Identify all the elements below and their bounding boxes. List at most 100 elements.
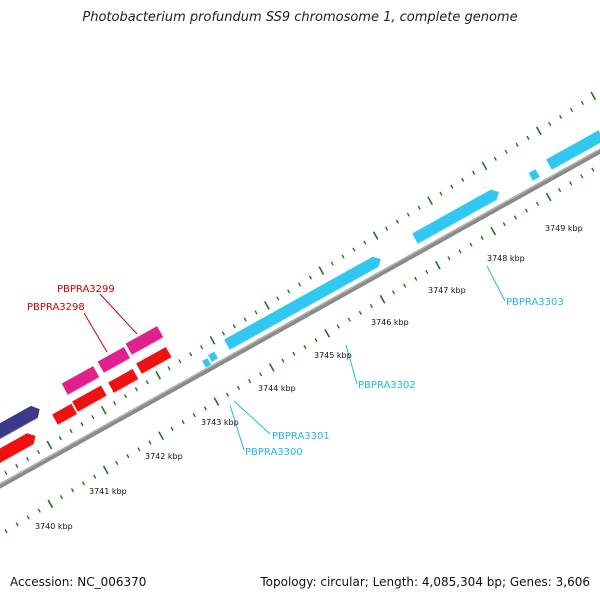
cds-block-pbpra3303-bevel <box>417 196 503 245</box>
minor-tick <box>414 276 418 281</box>
tick-label: 3740 kbp <box>35 522 73 531</box>
minor-tick <box>281 358 285 363</box>
minor-tick <box>225 392 230 397</box>
minor-tick <box>200 345 204 350</box>
minor-tick <box>59 494 64 500</box>
minor-tick <box>80 422 84 427</box>
minor-tick <box>358 310 362 315</box>
minor-tick <box>181 419 185 425</box>
minor-tick <box>91 415 95 420</box>
minor-tick <box>126 454 130 459</box>
minor-tick <box>391 290 396 295</box>
minor-tick <box>167 366 171 371</box>
minor-tick <box>93 474 97 479</box>
minor-tick <box>276 296 280 301</box>
reverse-cds-block <box>108 368 139 393</box>
minor-tick <box>203 406 207 411</box>
minor-tick <box>417 205 421 210</box>
minor-tick <box>450 184 454 189</box>
minor-tick <box>69 429 73 434</box>
accession-text: Accession: NC_006370 <box>10 575 147 589</box>
minor-tick <box>363 240 367 245</box>
minor-tick <box>192 413 196 418</box>
major-tick <box>379 294 386 304</box>
minor-tick <box>369 303 374 309</box>
minor-tick <box>569 107 574 113</box>
minor-tick <box>591 167 595 172</box>
major-tick <box>102 465 109 475</box>
major-tick <box>100 405 107 415</box>
minor-tick <box>580 174 584 179</box>
minor-tick <box>145 380 149 385</box>
minor-tick <box>221 331 226 336</box>
small-cds-block <box>528 169 540 181</box>
major-tick <box>590 91 597 101</box>
cds-block-pbpra3301-bevel <box>211 357 219 363</box>
reverse-cds-block <box>136 346 172 374</box>
major-tick <box>324 329 331 338</box>
leader-pbpra3298 <box>83 312 108 353</box>
minor-tick <box>569 181 573 186</box>
major-tick <box>427 196 433 206</box>
minor-tick <box>148 440 152 445</box>
feature-track <box>0 130 600 465</box>
major-tick <box>268 363 275 372</box>
minor-tick <box>4 470 8 476</box>
minor-tick <box>535 201 540 206</box>
minor-tick <box>580 100 584 106</box>
minor-tick <box>26 515 30 520</box>
tick-label-track: 3740 kbp 3741 kbp 3742 kbp 3743 kbp 3744… <box>35 224 583 531</box>
minor-tick <box>524 208 529 213</box>
outer-tick-track <box>4 91 597 476</box>
minor-tick <box>330 261 334 266</box>
label-leader-lines <box>83 265 506 451</box>
minor-tick <box>458 249 462 254</box>
tick-label: 3749 kbp <box>545 224 583 233</box>
tick-label: 3744 kbp <box>258 384 296 393</box>
reverse-cds-block-bevel <box>113 378 139 394</box>
minor-tick <box>341 254 345 259</box>
minor-tick <box>472 170 476 175</box>
tick-label: 3745 kbp <box>314 351 352 360</box>
minor-tick <box>308 275 313 280</box>
major-tick <box>490 226 497 236</box>
cds-block-pbpra3300-bevel <box>205 364 212 369</box>
minor-tick <box>243 317 247 322</box>
minor-tick <box>447 256 451 261</box>
minor-tick <box>526 135 530 140</box>
minor-tick <box>548 121 552 126</box>
leader-pbpra3300 <box>229 404 245 451</box>
forward-cds-block <box>61 366 100 395</box>
leader-pbpra3299 <box>99 293 138 335</box>
minor-tick <box>259 372 263 377</box>
dark-cds-block-bevel <box>0 414 44 441</box>
minor-tick <box>254 310 258 315</box>
reverse-cds-block-bevel <box>141 356 173 375</box>
minor-tick <box>4 529 8 534</box>
major-tick <box>372 231 379 240</box>
reverse-cds-block-bevel <box>77 395 108 413</box>
map-title: Photobacterium profundum SS9 chromosome … <box>82 10 518 25</box>
minor-tick <box>287 289 291 294</box>
minor-tick <box>493 156 497 161</box>
minor-tick <box>115 460 119 466</box>
minor-tick <box>70 488 75 493</box>
cds-block-edge-bevel <box>551 142 600 171</box>
minor-tick <box>406 212 410 217</box>
minor-tick <box>123 394 128 399</box>
minor-tick <box>232 324 236 329</box>
genome-stats-text: Topology: circular; Length: 4,085,304 bp… <box>260 575 590 589</box>
minor-tick <box>170 426 174 431</box>
forward-cds-block-bevel <box>103 357 131 374</box>
minor-tick <box>314 338 318 343</box>
major-tick <box>264 301 270 310</box>
major-tick <box>155 370 162 380</box>
minor-tick <box>559 114 563 119</box>
minor-tick <box>336 324 340 329</box>
forward-cds-block-bevel <box>67 376 100 396</box>
leader-pbpra3301 <box>233 400 271 435</box>
tick-label: 3743 kbp <box>201 418 239 427</box>
minor-tick <box>425 269 429 275</box>
reverse-cds-block <box>52 403 78 425</box>
